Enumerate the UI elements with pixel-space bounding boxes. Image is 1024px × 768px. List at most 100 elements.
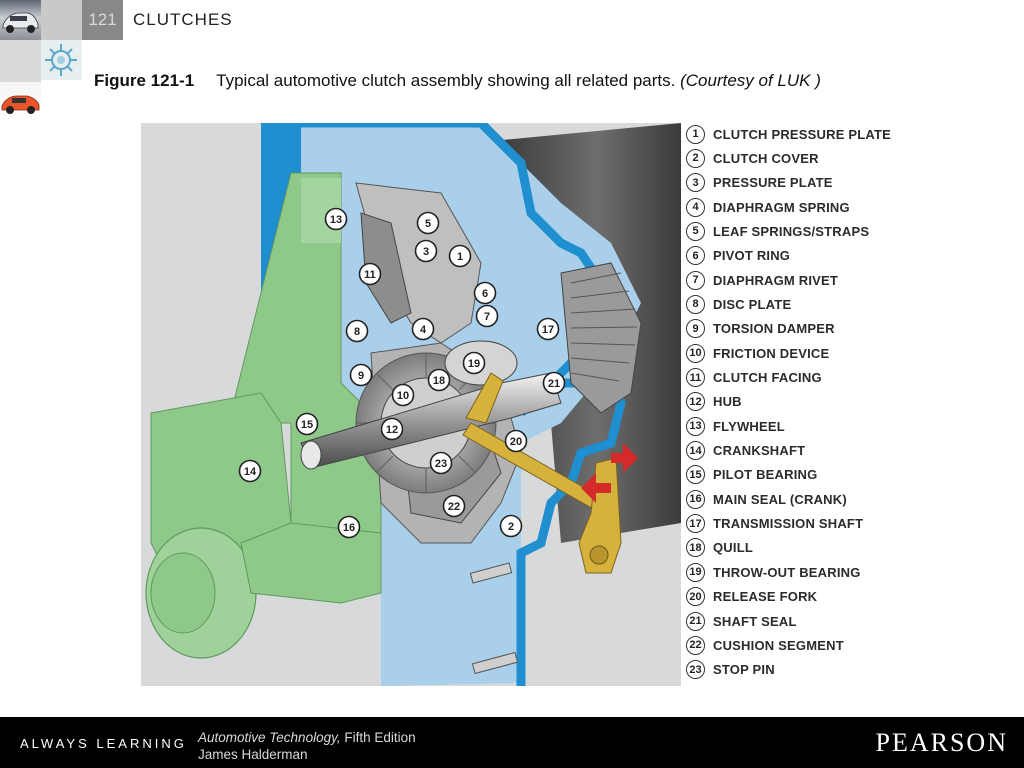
legend-number: 8	[686, 294, 705, 314]
figure-label: Figure 121-1	[94, 71, 195, 90]
legend-label: CLUTCH FACING	[713, 370, 822, 385]
legend-label: TORSION DAMPER	[713, 321, 835, 337]
legend-label: QUILL	[713, 540, 753, 556]
callout-number: 17	[542, 324, 554, 336]
chapter-number: 121	[82, 0, 123, 40]
book-title: Automotive Technology,	[198, 730, 341, 745]
legend-label: LEAF SPRINGS/STRAPS	[713, 223, 870, 239]
header-decor-block	[0, 40, 41, 82]
legend-label: PRESSURE PLATE	[713, 175, 833, 191]
callout-number: 2	[508, 521, 514, 533]
footer-tagline: ALWAYS LEARNING	[20, 736, 187, 751]
legend-label: PIVOT RING	[713, 248, 791, 264]
legend-number: 2	[686, 148, 705, 168]
callout-number: 1	[457, 251, 463, 263]
legend-number: 4	[686, 197, 705, 217]
header-decor-block	[41, 0, 82, 40]
legend-number: 3	[686, 173, 705, 193]
callout-number: 13	[330, 214, 342, 226]
callout-number: 3	[423, 246, 429, 258]
legend-label: CUSHION SEGMENT	[713, 637, 844, 653]
book-edition: Fifth Edition	[344, 730, 416, 745]
callout-bubble: 11	[358, 262, 382, 286]
callout-number: 14	[244, 466, 257, 478]
callout-number: 6	[482, 288, 488, 300]
callout-number: 11	[364, 269, 376, 281]
callout-number: 16	[343, 522, 355, 534]
callout-number: 8	[354, 326, 360, 338]
callout-bubble: 2	[499, 514, 523, 538]
callout-bubble: 16	[337, 515, 361, 539]
publisher-logo: PEARSON	[875, 728, 1008, 757]
legend-number: 11	[686, 368, 705, 387]
callout-bubble: 18	[427, 368, 451, 392]
callout-bubble: 13	[324, 207, 348, 231]
legend-number: 5	[686, 221, 705, 241]
legend-item: 3 PRESSURE PLATE	[686, 172, 833, 194]
callout-number: 15	[301, 419, 313, 431]
callout-number: 18	[433, 375, 445, 387]
legend-number: 7	[686, 270, 705, 290]
sports-car-thumbnail-image	[0, 82, 41, 122]
callout-number: 4	[420, 324, 427, 336]
callout-bubble: 17	[536, 317, 560, 341]
legend-number: 10	[686, 343, 705, 363]
legend-label: FRICTION DEVICE	[713, 345, 830, 361]
legend-label: FLYWHEEL	[713, 418, 785, 434]
callout-number: 22	[448, 501, 460, 513]
legend-label: SHAFT SEAL	[713, 613, 797, 629]
legend-number: 9	[686, 319, 705, 339]
legend-label: MAIN SEAL (CRANK)	[713, 491, 847, 507]
legend-label: CRANKSHAFT	[713, 443, 806, 459]
legend-item: 7 DIAPHRAGM RIVET	[686, 269, 838, 291]
callout-number: 23	[435, 458, 447, 470]
callout-bubble: 20	[504, 429, 528, 453]
caption-text: Typical automotive clutch assembly showi…	[216, 71, 676, 90]
caption-credit: (Courtesy of LUK )	[680, 71, 821, 90]
legend-item: 11 CLUTCH FACING	[686, 367, 822, 389]
footer-bar: ALWAYS LEARNING Automotive Technology, F…	[0, 717, 1024, 768]
legend-number: 23	[686, 660, 705, 680]
legend-label: TRANSMISSION SHAFT	[713, 516, 864, 532]
legend-label: DISC PLATE	[713, 296, 792, 312]
book-author: James Halderman	[198, 747, 308, 762]
legend-label: PILOT BEARING	[713, 467, 818, 483]
callout-bubble: 1	[448, 244, 472, 268]
legend-item: 9 TORSION DAMPER	[686, 318, 835, 340]
legend-label: DIAPHRAGM RIVET	[713, 272, 839, 288]
legend-label: HUB	[713, 394, 742, 410]
callout-number: 5	[425, 218, 431, 230]
legend-item: 5 LEAF SPRINGS/STRAPS	[686, 220, 869, 242]
legend-number: 18	[686, 538, 705, 558]
legend-number: 21	[686, 611, 705, 631]
callout-bubble: 8	[345, 319, 369, 343]
callout-bubble: 4	[411, 317, 435, 341]
callout-bubble: 7	[475, 304, 499, 328]
legend-label: THROW-OUT BEARING	[713, 564, 861, 580]
legend-item: 8 DISC PLATE	[686, 293, 791, 315]
callout-bubble: 15	[295, 412, 319, 436]
figure-caption: Figure 121-1 Typical automotive clutch as…	[94, 71, 821, 91]
legend-item: 10 FRICTION DEVICE	[686, 342, 829, 364]
callout-bubble: 22	[442, 494, 466, 518]
callout-number: 9	[358, 370, 364, 382]
callout-number: 20	[510, 436, 522, 448]
legend-label: RELEASE FORK	[713, 589, 818, 605]
callout-number: 7	[484, 311, 490, 323]
callout-bubble: 5	[416, 211, 440, 235]
callout-bubble: 9	[349, 363, 373, 387]
callout-number: 10	[397, 390, 409, 402]
callout-bubble: 14	[238, 459, 262, 483]
